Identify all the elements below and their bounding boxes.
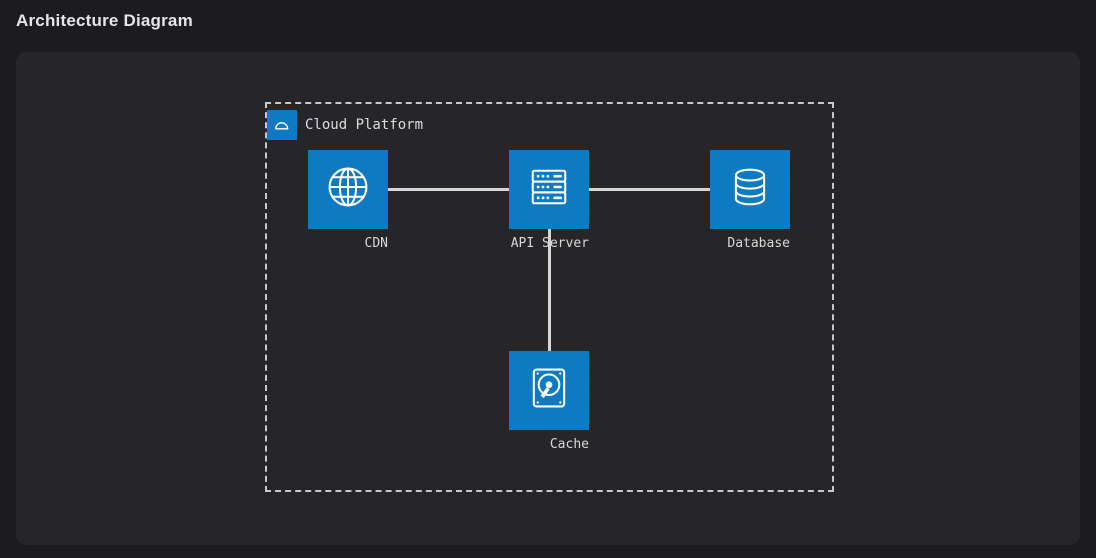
- hard-disk-icon: [523, 362, 575, 419]
- database-cylinder-icon: [724, 161, 776, 218]
- cluster-cloud-platform[interactable]: Cloud Platform: [265, 102, 834, 492]
- edge-layer: [16, 52, 1080, 545]
- node-cache-box[interactable]: [509, 351, 589, 430]
- cluster-label: Cloud Platform: [305, 117, 424, 133]
- edge-cdn-to-api: [388, 188, 509, 191]
- node-cache-label: Cache: [549, 437, 589, 452]
- node-cdn[interactable]: CDN: [308, 150, 388, 252]
- node-database-label: Database: [727, 236, 790, 251]
- diagram-canvas-panel: Cloud Platform: [16, 52, 1080, 545]
- node-layer: CDN: [16, 52, 1080, 545]
- node-database-box[interactable]: [710, 150, 790, 229]
- globe-icon: [322, 161, 374, 218]
- node-cdn-label: CDN: [364, 236, 388, 251]
- edge-api-to-cache: [548, 229, 551, 351]
- node-cache[interactable]: Cache: [509, 351, 589, 453]
- node-database[interactable]: Database: [710, 150, 790, 252]
- cloud-icon: [267, 110, 297, 140]
- edge-api-to-database: [589, 188, 710, 191]
- node-api-server[interactable]: API Server: [509, 150, 589, 252]
- node-api-server-label: API Server: [510, 236, 589, 251]
- node-api-server-box[interactable]: [509, 150, 589, 229]
- page-title: Architecture Diagram: [16, 11, 193, 30]
- server-rack-icon: [523, 161, 575, 218]
- node-cdn-box[interactable]: [308, 150, 388, 229]
